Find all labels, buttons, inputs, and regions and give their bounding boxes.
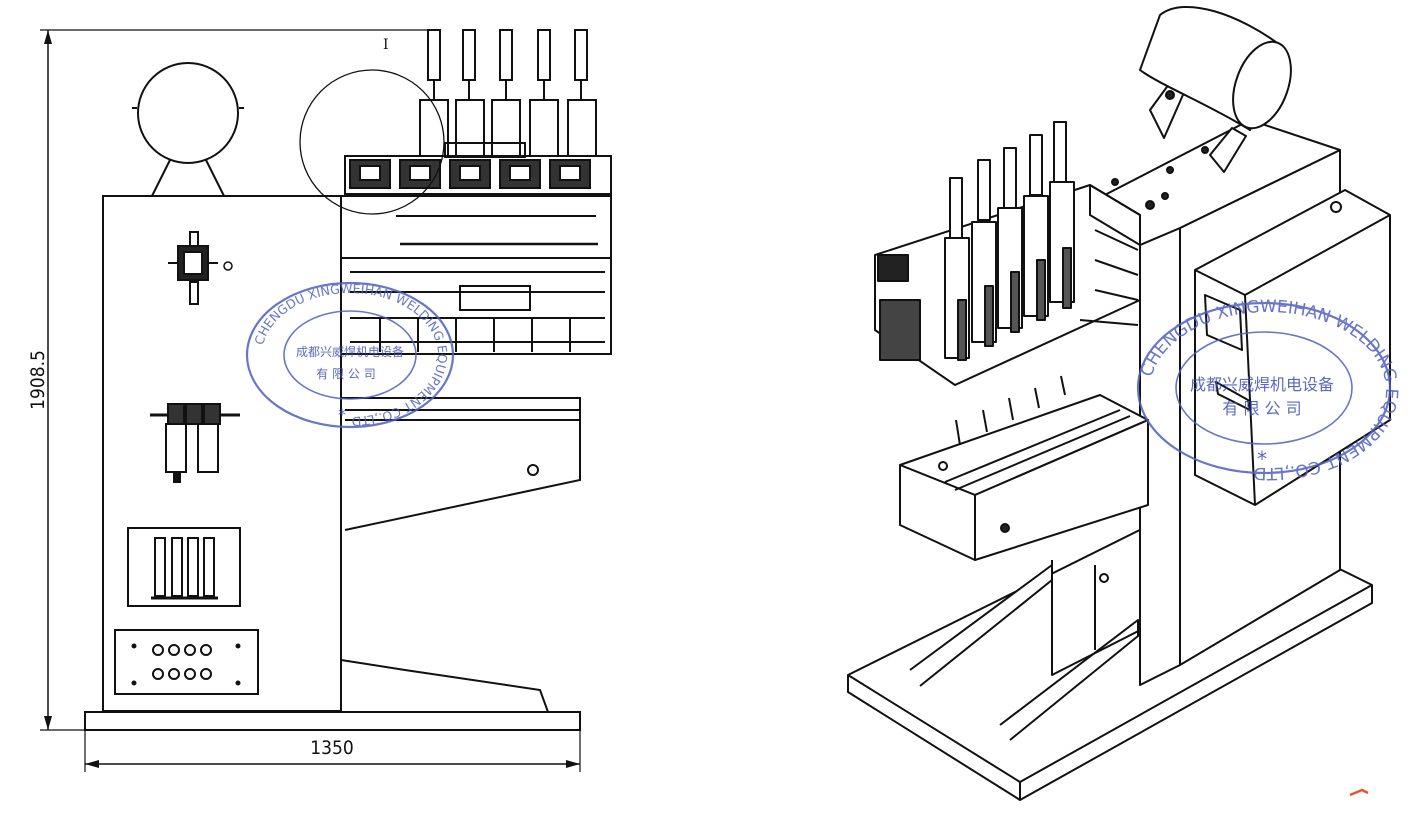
detail-label: I	[383, 37, 389, 53]
front-elevation-view: 1908.5	[27, 29, 612, 772]
detail-circle	[299, 69, 445, 215]
height-dimension	[40, 29, 440, 731]
base-plate	[84, 711, 581, 731]
pressure-regulator	[168, 231, 233, 305]
seal-cn-line1-left: 成都兴威焊机电设备	[296, 344, 404, 359]
air-tank	[132, 62, 244, 197]
iso-lower-arm	[899, 394, 1149, 561]
welding-cylinders	[419, 29, 597, 158]
switch-panel	[127, 527, 241, 607]
lower-work-arm	[340, 397, 581, 713]
button-panel	[114, 629, 259, 695]
air-filter-unit	[150, 403, 240, 483]
height-dimension-label: 1908.5	[27, 350, 49, 410]
cylinder-head-rail	[344, 155, 612, 195]
seal-star-right: *	[1257, 447, 1267, 471]
seal-cn-line2-left: 有 限 公 司	[316, 367, 375, 381]
accent-mark	[1349, 788, 1369, 797]
seal-star-left: *	[338, 405, 346, 424]
isometric-view	[847, 6, 1391, 801]
seal-cn-line1-right: 成都兴威焊机电设备	[1190, 375, 1334, 394]
iso-cylinders	[944, 121, 1075, 446]
iso-lower-frame	[909, 560, 1161, 741]
iso-air-tank	[1139, 6, 1292, 173]
width-dimension-label: 1350	[310, 737, 354, 759]
seal-cn-line2-right: 有 限 公 司	[1222, 399, 1301, 418]
main-cabinet	[102, 195, 342, 712]
upper-arm-housing	[340, 195, 612, 355]
width-dimension	[84, 730, 581, 772]
iso-control-cabinet	[1194, 189, 1391, 506]
